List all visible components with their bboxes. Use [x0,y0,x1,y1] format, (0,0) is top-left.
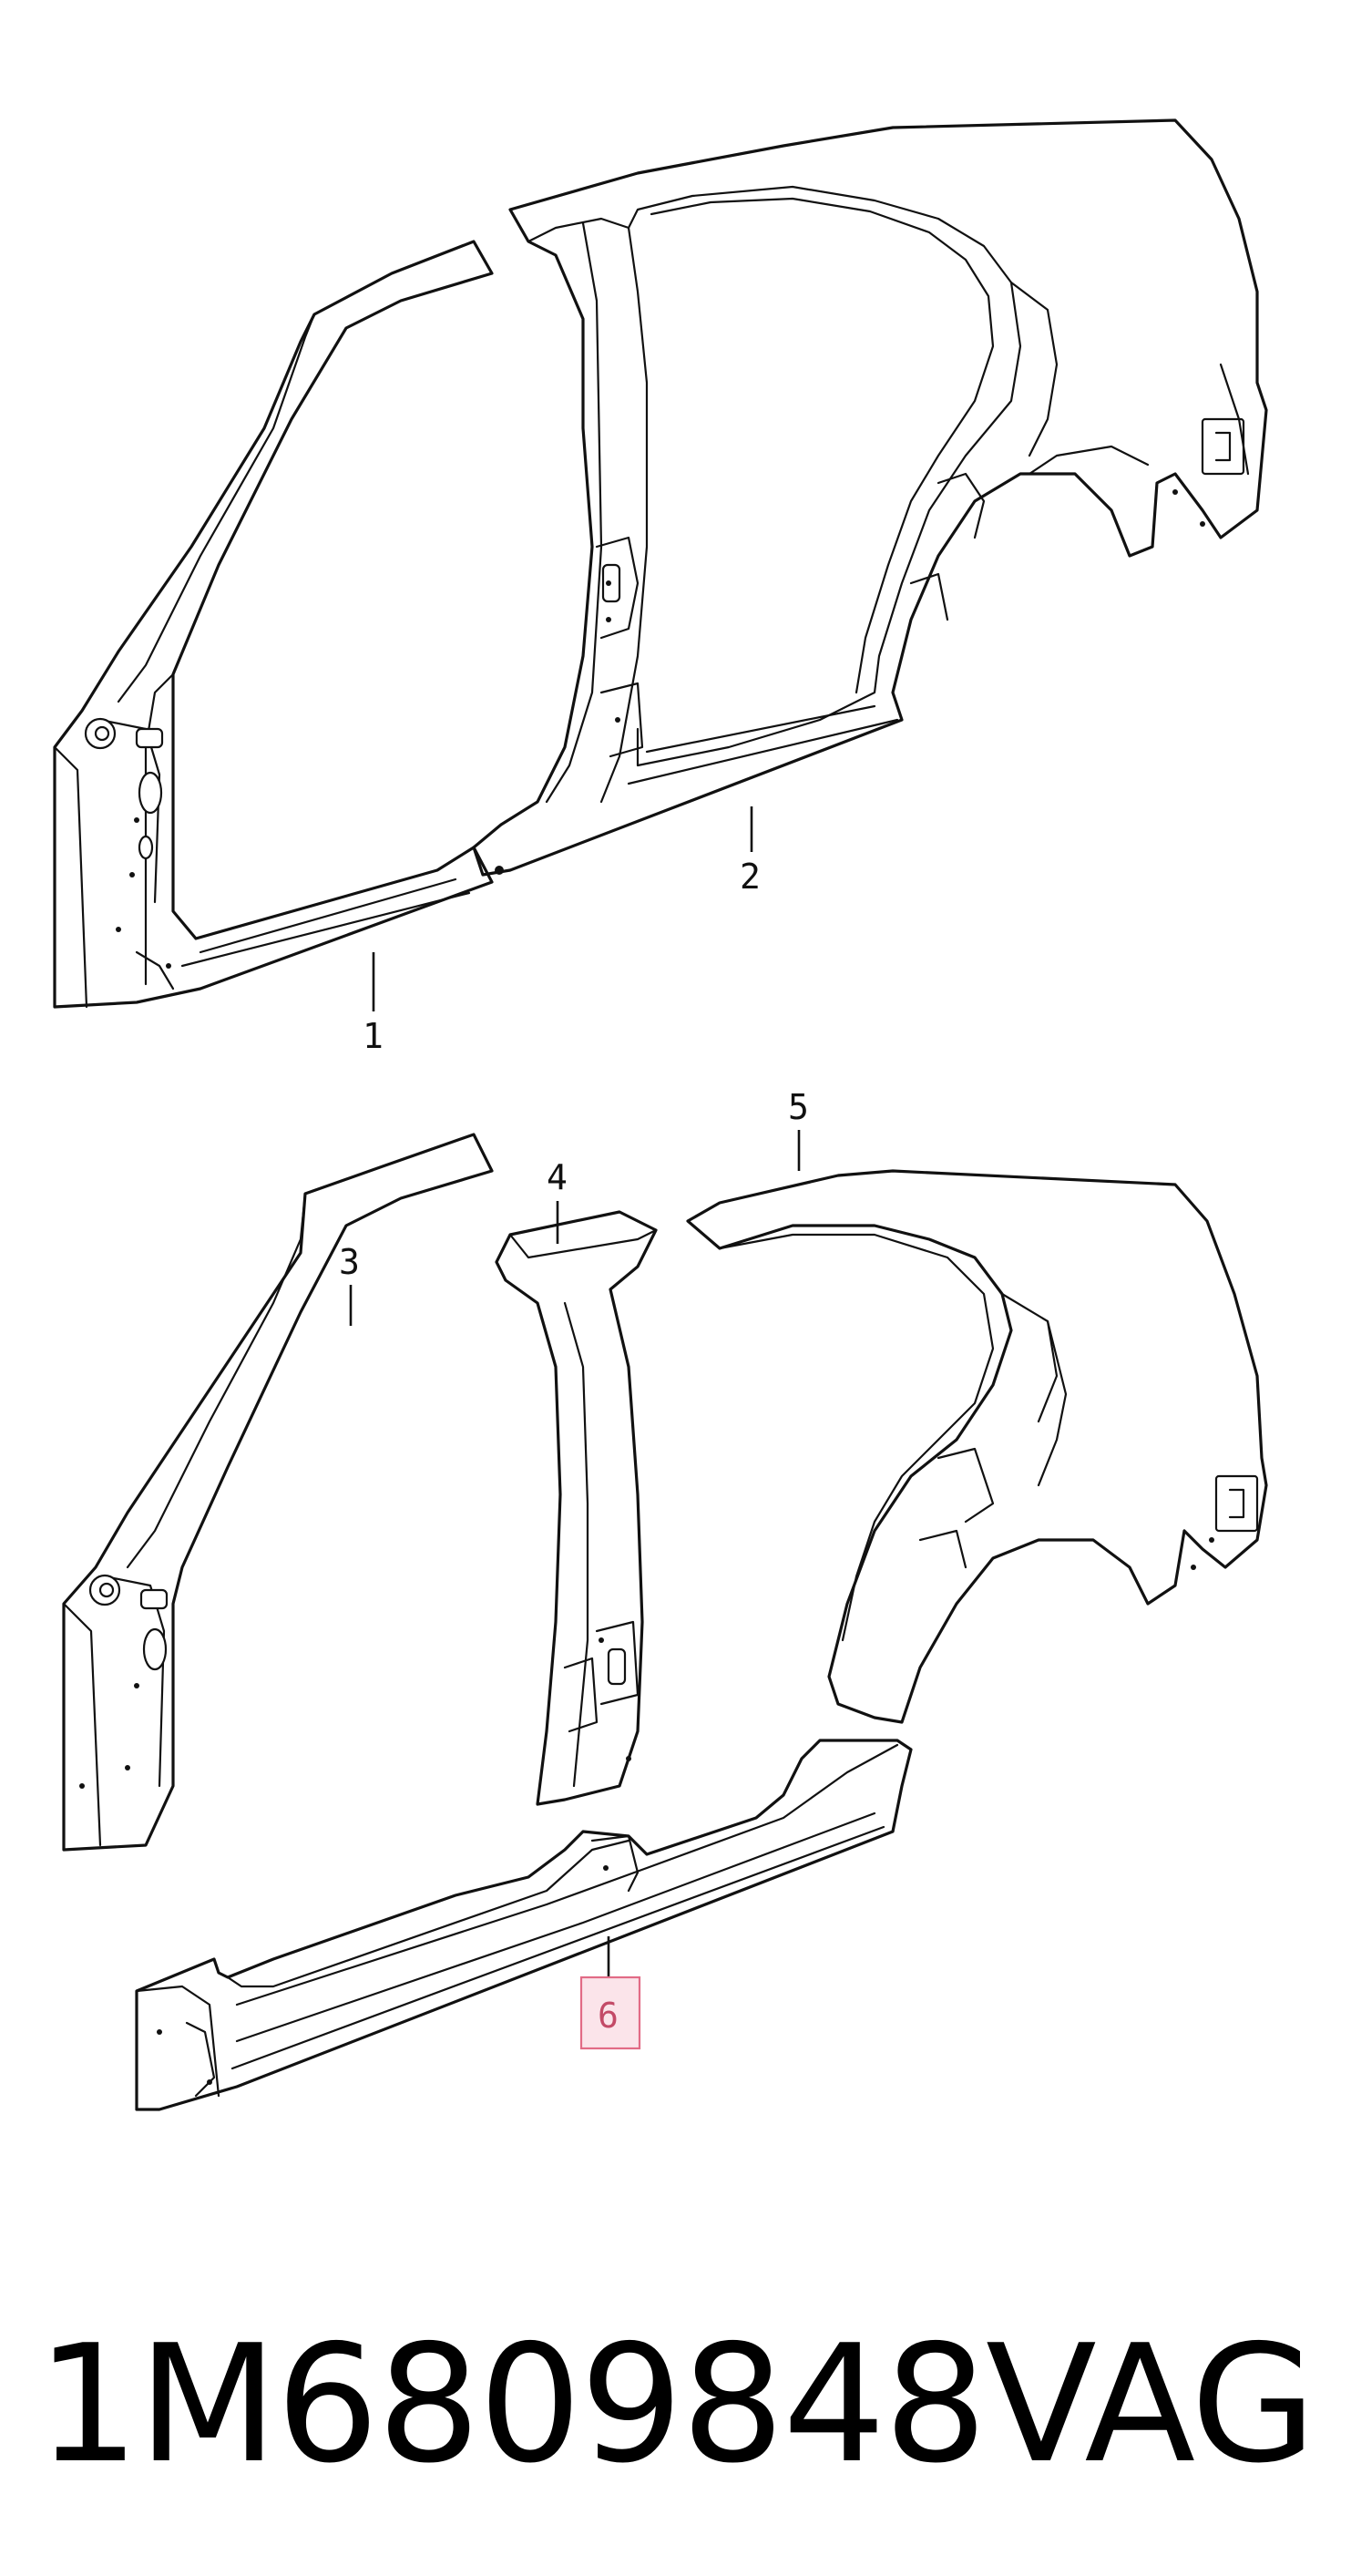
top-assembly [53,118,1268,1009]
body-side-panel-diagram: 1 2 [53,118,1268,2111]
brand-label: VAG [986,2309,1316,2499]
callout-6-highlighted[interactable]: 6 [579,1936,641,2050]
callout-label-5: 5 [788,1087,809,1127]
b-pillar-part [495,1210,658,1806]
callout-label-2: 2 [740,857,761,897]
footer: 1M6809848 VAG [0,2232,1351,2576]
callout-label-1: 1 [363,1016,384,1056]
callout-label-3: 3 [339,1242,360,1282]
highlight-box[interactable] [579,1976,641,2050]
part-number: 1M6809848 [36,2309,988,2499]
callout-label-6: 6 [598,1996,619,2036]
a-pillar-part [62,1133,494,1852]
bottom-assembly [62,1133,1268,2111]
rear-side-section [472,118,1268,877]
front-side-section [53,240,494,1009]
callout-3: 3 [339,1242,360,1326]
callout-2: 2 [740,806,761,897]
callout-5: 5 [788,1087,809,1171]
quarter-panel-part [686,1169,1268,1724]
sill-panel-part [135,1739,913,2111]
callout-4: 4 [547,1157,568,1244]
callout-label-4: 4 [547,1157,568,1197]
callout-1: 1 [363,952,384,1056]
